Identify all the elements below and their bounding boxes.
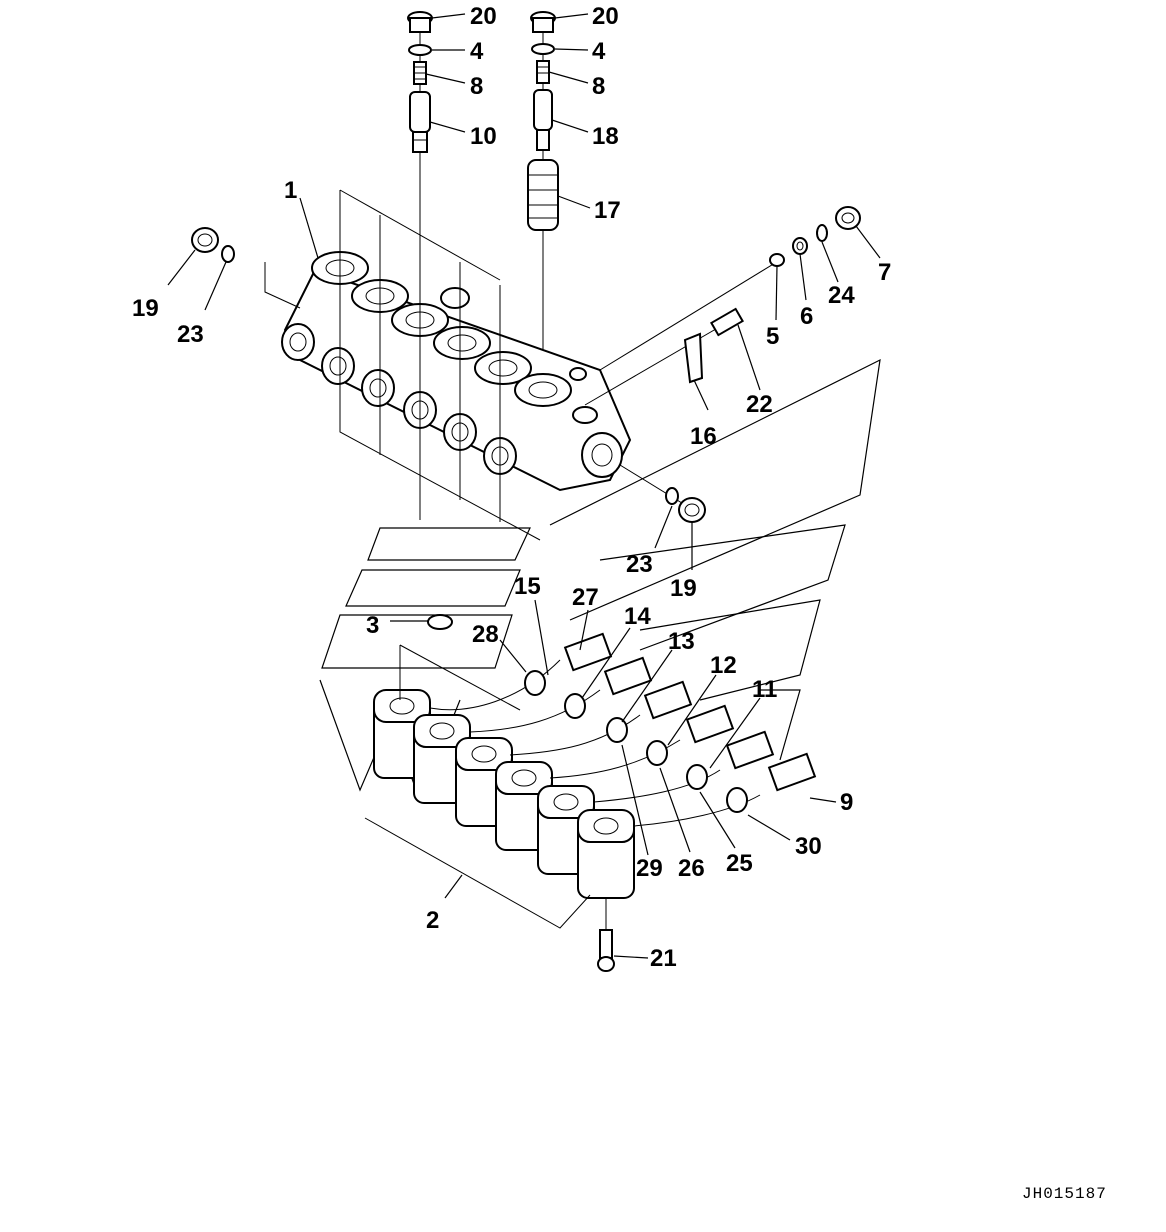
leader-lines	[167, 13, 881, 959]
callout-11: 11	[752, 676, 777, 703]
callout-27: 27	[572, 584, 599, 611]
connector	[563, 632, 613, 672]
callout-19: 19	[670, 575, 697, 602]
callout-20: 20	[592, 3, 619, 30]
connector	[725, 730, 775, 770]
callout-1: 1	[284, 177, 297, 204]
o-ring	[427, 614, 453, 630]
callout-25: 25	[726, 850, 753, 877]
callout-15: 15	[514, 573, 541, 600]
callout-24: 24	[828, 282, 855, 309]
callout-2: 2	[426, 907, 439, 934]
callout-23: 23	[626, 551, 653, 578]
callout-17: 17	[594, 197, 621, 224]
callout-30: 30	[795, 833, 822, 860]
callout-14: 14	[624, 603, 651, 630]
connector	[603, 656, 653, 696]
valve-body	[264, 189, 632, 541]
callout-4: 4	[592, 38, 606, 65]
callout-9: 9	[840, 789, 853, 816]
callout-23: 23	[177, 321, 204, 348]
callout-4: 4	[470, 38, 484, 65]
connector	[643, 680, 693, 720]
bolt	[597, 898, 615, 972]
callout-13: 13	[668, 628, 695, 655]
cartridge-stack-right	[527, 11, 559, 370]
callout-16: 16	[690, 423, 717, 450]
callout-21: 21	[650, 945, 677, 972]
callout-7: 7	[878, 259, 891, 286]
callout-3: 3	[366, 612, 379, 639]
callout-6: 6	[800, 303, 813, 330]
callout-12: 12	[710, 652, 737, 679]
drawing-code: JH015187	[1022, 1185, 1107, 1203]
callout-22: 22	[746, 391, 773, 418]
plug-right	[619, 464, 706, 523]
callout-5: 5	[766, 323, 779, 350]
plug-left	[191, 227, 235, 263]
connector	[685, 704, 735, 744]
callout-18: 18	[592, 123, 619, 150]
callout-8: 8	[592, 73, 605, 100]
wire-harness	[429, 632, 817, 827]
callout-28: 28	[472, 621, 499, 648]
callout-10: 10	[470, 123, 497, 150]
connector	[767, 752, 817, 792]
callout-19: 19	[132, 295, 159, 322]
callout-29: 29	[636, 855, 663, 882]
solenoid	[577, 809, 635, 899]
callout-26: 26	[678, 855, 705, 882]
watermark	[319, 358, 881, 802]
callout-labels: 20 4 8 10 20 4 8 18 17 1 19 23 7 24 6 5 …	[132, 3, 891, 972]
solenoid-group	[364, 644, 635, 929]
callout-20: 20	[470, 3, 497, 30]
callout-8: 8	[470, 73, 483, 100]
right-side-parts	[584, 206, 861, 406]
